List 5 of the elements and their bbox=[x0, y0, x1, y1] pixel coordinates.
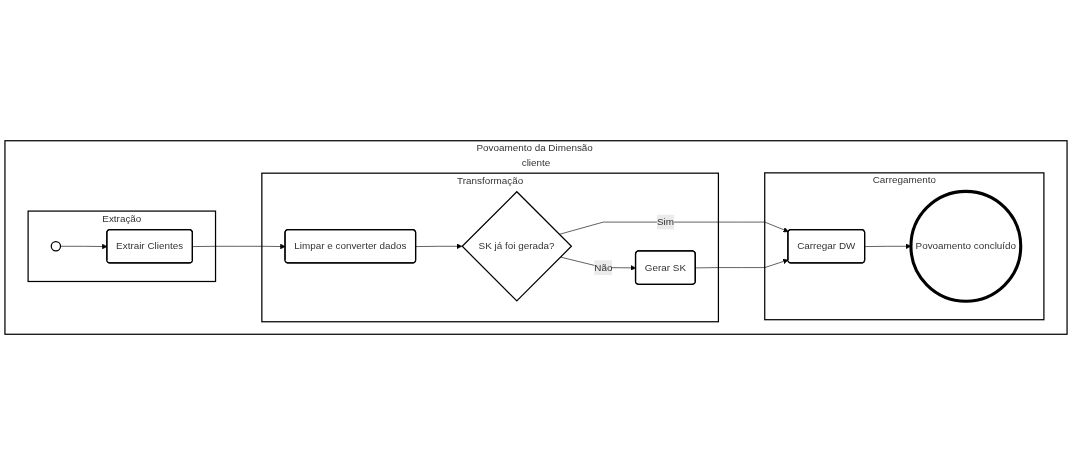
edge-label: Não bbox=[594, 262, 613, 273]
node-circle: Povoamento concluído bbox=[909, 189, 1023, 303]
node-diamond: SK já foi gerada? bbox=[461, 190, 573, 302]
edge-label: Sim bbox=[656, 216, 674, 228]
node-circle bbox=[50, 241, 62, 252]
